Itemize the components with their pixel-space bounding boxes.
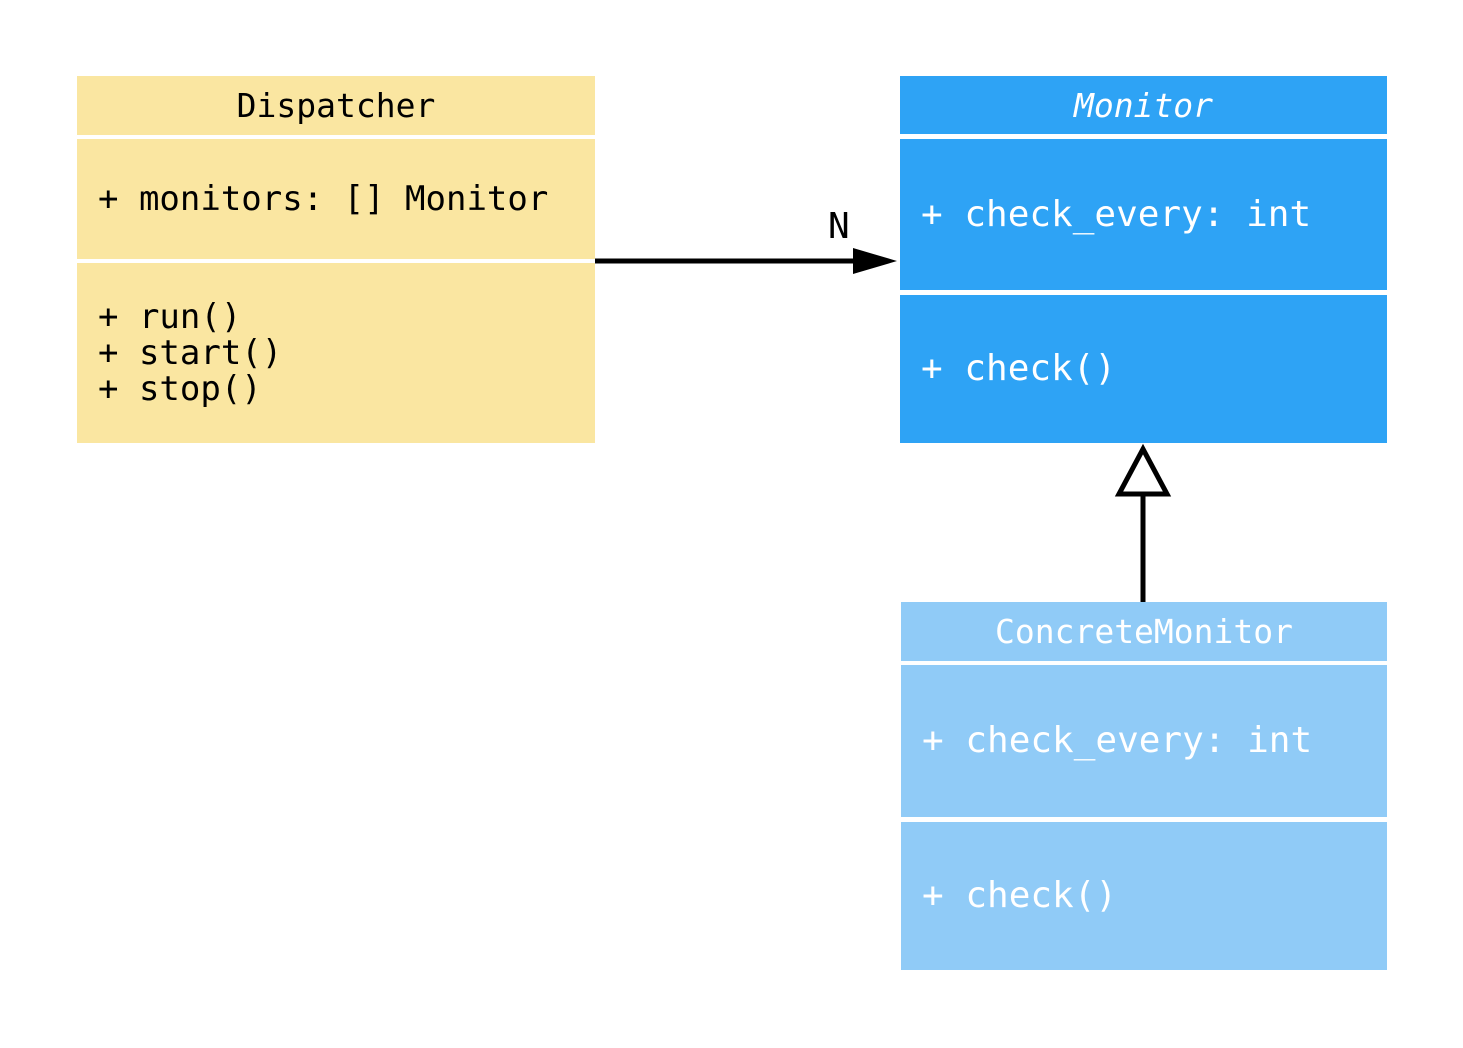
attribute-line: + check_every: int [921, 193, 1312, 235]
hollow-triangle-icon [1114, 443, 1172, 497]
class-box-monitor: Monitor + check_every: int + check() [900, 76, 1387, 443]
method-line: + start() [98, 333, 283, 373]
attribute-line: + check_every: int [922, 720, 1313, 761]
concrete-monitor-attributes-section: + check_every: int [901, 665, 1387, 817]
class-box-concrete-monitor: ConcreteMonitor + check_every: int + che… [901, 602, 1387, 970]
dispatcher-methods-section: + run() + start() + stop() [77, 263, 595, 443]
monitor-attributes-section: + check_every: int [900, 139, 1387, 290]
monitor-methods-section: + check() [900, 295, 1387, 443]
class-title-dispatcher: Dispatcher [77, 76, 595, 135]
method-line: + run() [98, 297, 242, 337]
concrete-monitor-methods-section: + check() [901, 822, 1387, 970]
method-line: + check() [922, 875, 1118, 916]
attribute-line: + monitors: [] Monitor [98, 179, 549, 219]
filled-arrowhead-icon [853, 248, 897, 274]
inheritance-arrow-concrete-monitor-to-monitor [1114, 443, 1172, 602]
association-arrow-dispatcher-to-monitor [595, 248, 897, 274]
method-line: + stop() [98, 369, 262, 409]
method-line: + check() [921, 348, 1117, 389]
class-title-monitor: Monitor [900, 76, 1387, 134]
association-multiplicity-label: N [828, 206, 850, 247]
class-box-dispatcher: Dispatcher + monitors: [] Monitor + run(… [77, 76, 595, 443]
class-title-concrete-monitor: ConcreteMonitor [901, 602, 1387, 661]
dispatcher-attributes-section: + monitors: [] Monitor [77, 139, 595, 259]
